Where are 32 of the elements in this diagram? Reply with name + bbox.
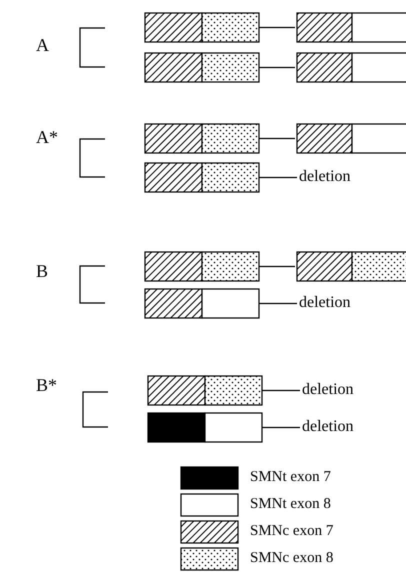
intron-line: [259, 26, 295, 28]
gene-bar: [144, 52, 260, 83]
gene-bar: [144, 123, 260, 154]
gene-bar: [144, 251, 260, 282]
case-label: A*: [36, 128, 58, 146]
intron-line: [259, 302, 297, 304]
gene-bar: [296, 123, 406, 154]
gene-bar: [147, 375, 263, 406]
deletion-label: deletion: [299, 294, 351, 312]
deletion-label: deletion: [302, 418, 354, 436]
deletion-label: deletion: [302, 381, 354, 399]
legend-text: SMNc exon 8: [250, 551, 334, 566]
case-label: B*: [36, 376, 58, 394]
legend-text: SMNt exon 7: [250, 470, 331, 485]
legend-text: SMNc exon 7: [250, 524, 334, 539]
deletion-label: deletion: [299, 168, 351, 186]
legend-text: SMNt exon 8: [250, 497, 331, 512]
gene-bar: [296, 52, 406, 83]
intron-line: [259, 66, 295, 68]
intron-line: [262, 426, 300, 428]
case-label: A: [36, 36, 49, 54]
intron-line: [262, 390, 300, 392]
intron-line: [259, 266, 295, 268]
gene-bar: [147, 412, 263, 443]
intron-line: [259, 176, 297, 178]
case-label: B: [36, 262, 48, 280]
gene-bar: [296, 251, 406, 282]
intron-line: [259, 138, 295, 140]
gene-bar: [144, 162, 260, 193]
gene-bar: [296, 12, 406, 43]
gene-bar: [144, 12, 260, 43]
gene-bar: [144, 288, 260, 319]
